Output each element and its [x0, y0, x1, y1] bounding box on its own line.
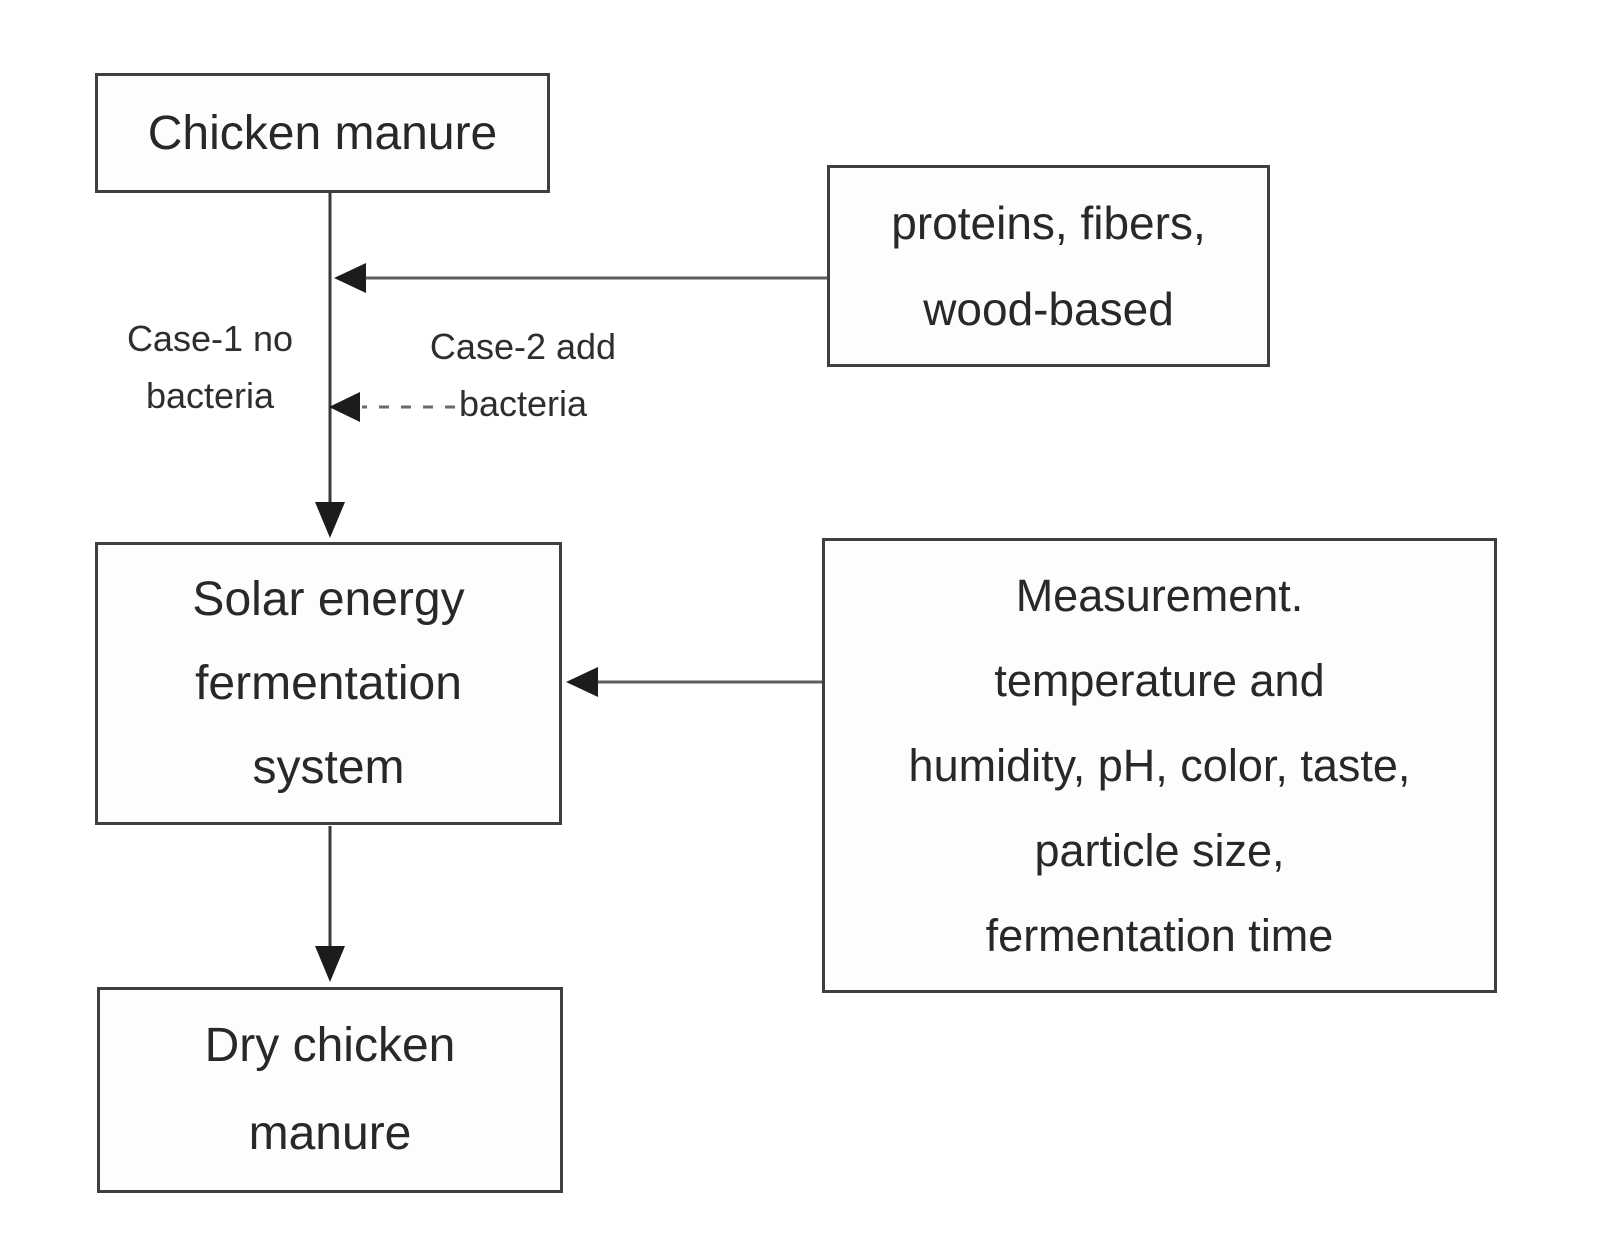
arrow-additives-to-spine-head	[334, 263, 366, 293]
edge-label-case1: Case-1 no bacteria	[110, 310, 310, 424]
node-measurement-line2: temperature and	[994, 655, 1325, 706]
arrow-case2-dashed-head	[329, 392, 360, 422]
node-additives: proteins, fibers, wood-based	[827, 165, 1270, 367]
node-solar-line3: system	[252, 740, 405, 794]
node-chicken-manure: Chicken manure	[95, 73, 550, 193]
node-measurement: Measurement. temperature and humidity, p…	[822, 538, 1497, 993]
node-measurement-line1: Measurement.	[1015, 570, 1304, 621]
edge-label-case2-line3: bacteria	[458, 383, 588, 424]
node-measurement-line4: particle size,	[1034, 825, 1285, 876]
node-measurement-line5: fermentation time	[985, 910, 1334, 961]
edge-label-case2-line2: add	[556, 326, 617, 367]
node-additives-line2: wood-based	[923, 283, 1174, 335]
node-additives-line1: proteins, fibers,	[891, 197, 1206, 249]
edge-label-case1-line2: no	[253, 318, 294, 359]
node-solar-line2: fermentation	[195, 656, 462, 710]
node-solar-fermentation: Solar energy fermentation system	[95, 542, 562, 825]
arrow-measurement-to-solar-head	[566, 667, 598, 697]
node-dry-line1: Dry chicken	[204, 1019, 456, 1072]
node-dry-chicken-manure: Dry chicken manure	[97, 987, 563, 1193]
arrow-solar-to-dry-head	[315, 946, 345, 982]
node-measurement-line3: humidity, pH, color, taste,	[908, 740, 1411, 791]
edge-label-case1-line1: Case-1	[126, 318, 243, 359]
edge-label-case1-line3: bacteria	[145, 375, 275, 416]
edge-label-case2: Case-2 add bacteria	[423, 318, 623, 432]
node-solar-line1: Solar energy	[192, 572, 465, 626]
node-dry-line2: manure	[248, 1107, 412, 1160]
node-chicken-manure-label: Chicken manure	[147, 106, 498, 160]
edge-label-case2-line1: Case-2	[429, 326, 546, 367]
arrow-chicken-to-solar-head	[315, 502, 345, 538]
